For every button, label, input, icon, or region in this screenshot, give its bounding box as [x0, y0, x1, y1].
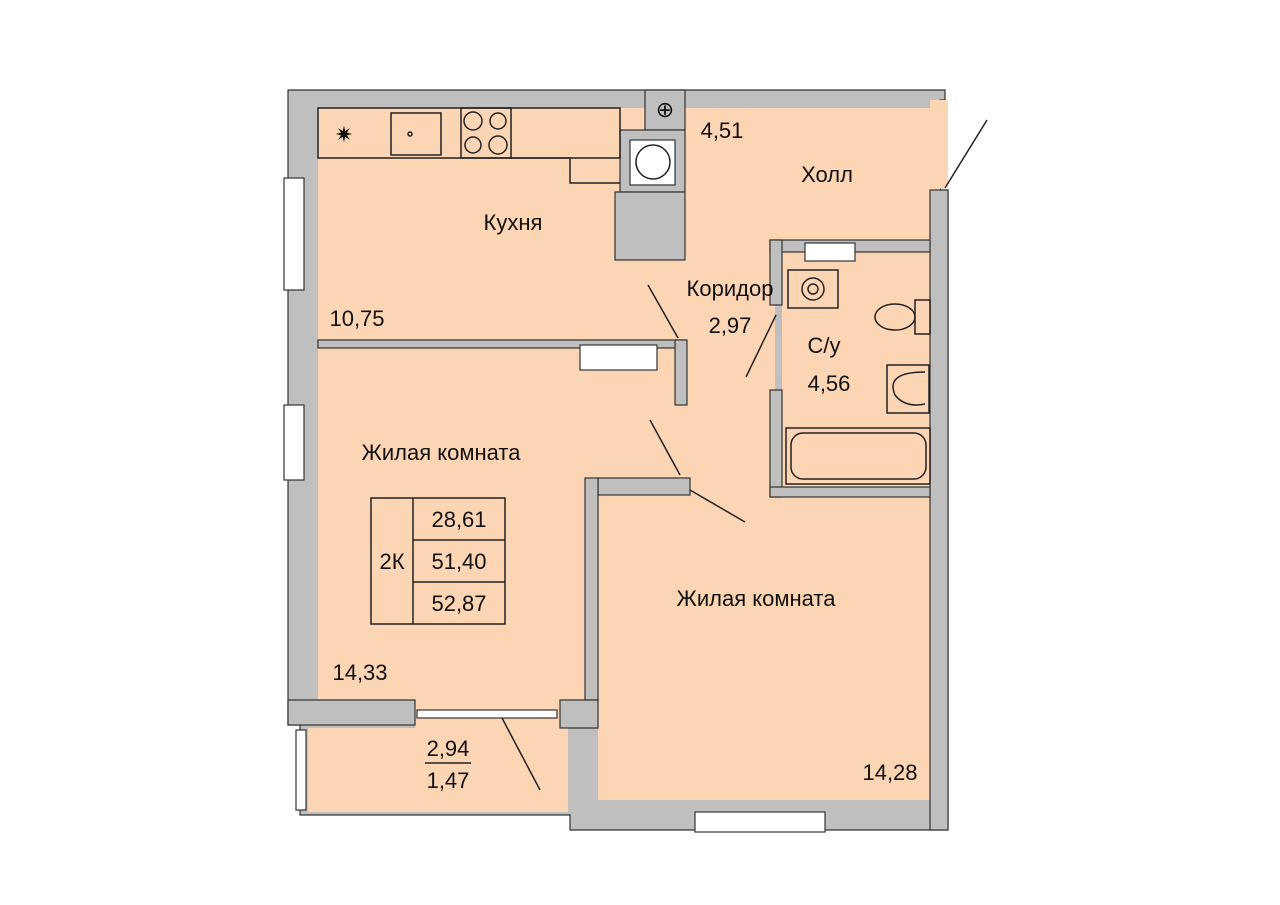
vent-block [614, 191, 686, 261]
corridor-area: 2,97 [709, 313, 752, 338]
room-living-2 [598, 495, 930, 800]
window-balcony[interactable] [295, 729, 307, 811]
hall-area: 4,51 [701, 118, 744, 143]
living-area: 28,61 [431, 507, 486, 532]
washing-machine-icon [787, 269, 839, 309]
wall-bath-left-1 [769, 239, 783, 306]
window-kitchen[interactable] [283, 177, 305, 291]
kitchen-area: 10,75 [329, 306, 384, 331]
total-area: 51,40 [431, 549, 486, 574]
gas-meter-icon: ⊕ [656, 97, 674, 122]
area-summary-table: 2К 28,61 51,40 52,87 [370, 497, 506, 625]
partition-window-bath [804, 242, 856, 262]
balcony-door[interactable] [416, 709, 558, 719]
window-living-1[interactable] [283, 404, 305, 481]
door-living-1[interactable] [649, 419, 681, 476]
wall-living-corridor [674, 339, 688, 406]
sink-drain [407, 131, 413, 137]
balcony-area-reduced: 1,47 [427, 768, 470, 793]
window-living-2[interactable] [694, 811, 826, 833]
kitchen-name: Кухня [484, 210, 543, 235]
total-with-balcony: 52,87 [431, 591, 486, 616]
corridor-name: Коридор [687, 276, 774, 301]
sink-icon [390, 112, 442, 156]
room-balcony [308, 728, 568, 812]
bathtub-icon [785, 427, 931, 485]
room-living-1 [318, 348, 585, 700]
door-kitchen[interactable] [647, 284, 679, 339]
wall-living1-living2 [584, 477, 599, 701]
door-entrance[interactable] [944, 119, 988, 189]
washbasin-icon [886, 364, 930, 414]
bathroom-area: 4,56 [808, 371, 851, 396]
wall-bath-left-2 [769, 389, 783, 498]
room-bathroom [782, 252, 930, 487]
bathroom-name: С/у [808, 333, 841, 358]
partition-window [579, 344, 658, 371]
wall-bottom-living1-right [559, 699, 599, 729]
door-living-2[interactable] [689, 489, 746, 523]
balcony-area-full: 2,94 [427, 736, 470, 761]
living1-area: 14,33 [332, 660, 387, 685]
wall-kitchen-hall [644, 89, 686, 131]
door-balcony[interactable] [501, 717, 541, 791]
hall-entrance-opening [930, 100, 948, 188]
stove-icon [460, 107, 512, 159]
living1-name: Жилая комната [362, 440, 522, 465]
apartment-type: 2К [379, 549, 404, 574]
door-bathroom[interactable] [745, 314, 777, 378]
wall-living2-right [929, 189, 949, 831]
living2-name: Жилая комната [677, 586, 837, 611]
fan-icon: ✷ [335, 122, 353, 147]
wall-bath-bottom [769, 486, 931, 498]
counter-corner [510, 157, 620, 184]
hall-name: Холл [801, 162, 853, 187]
toilet-icon [874, 299, 931, 335]
wall-living2-top [597, 477, 691, 496]
room-hall [685, 108, 940, 240]
living2-area: 14,28 [862, 760, 917, 785]
wall-bottom-living1 [287, 699, 416, 726]
boiler-icon [629, 139, 676, 186]
